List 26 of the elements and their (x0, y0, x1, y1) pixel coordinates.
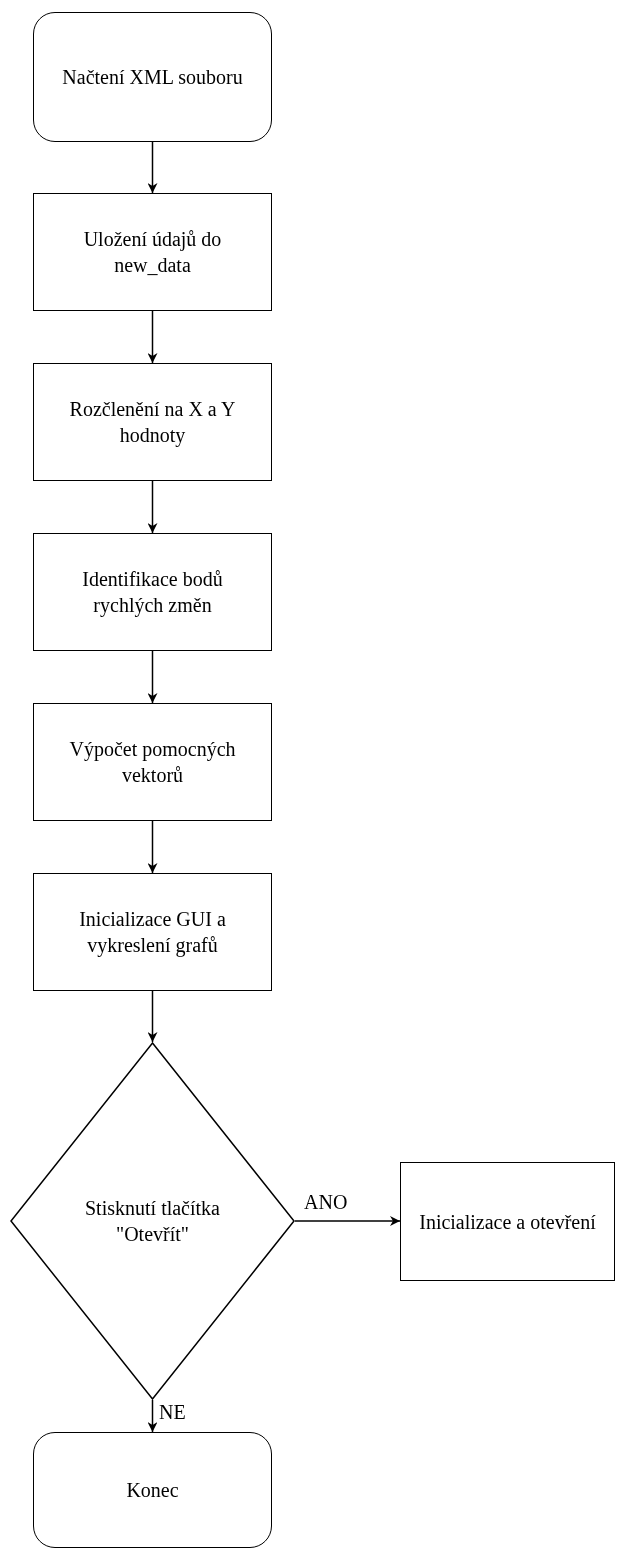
process-box (33, 703, 272, 821)
process-box (33, 533, 272, 651)
arrow (147, 310, 158, 364)
terminal-box (33, 1432, 272, 1548)
decision-diamond (10, 1042, 295, 1400)
arrow (147, 650, 158, 704)
node-text: Konec (125, 1478, 180, 1503)
arrow (294, 1216, 401, 1226)
process-box (400, 1162, 615, 1281)
node-text: Inicializace a otevření (418, 1209, 597, 1235)
terminal-box (33, 12, 272, 142)
node-text: Uložení údajů do new_data (82, 227, 223, 278)
process-box (33, 363, 272, 481)
arrow (147, 820, 158, 874)
node-text: Inicializace GUI a vykreslení grafů (78, 907, 227, 958)
arrow (147, 1399, 158, 1433)
node-text: Identifikace bodů rychlých změn (81, 567, 224, 618)
node-text: Stisknutí tlačítka "Otevřít" (84, 1196, 221, 1247)
node-text: Načtení XML souboru (61, 65, 244, 90)
node-text: Výpočet pomocných vektorů (68, 737, 237, 788)
process-box (33, 873, 272, 991)
arrow (147, 990, 158, 1043)
arrow (147, 480, 158, 534)
node-text: Rozčlenění na X a Y hodnoty (68, 397, 237, 448)
arrow (147, 141, 158, 194)
process-box (33, 193, 272, 311)
